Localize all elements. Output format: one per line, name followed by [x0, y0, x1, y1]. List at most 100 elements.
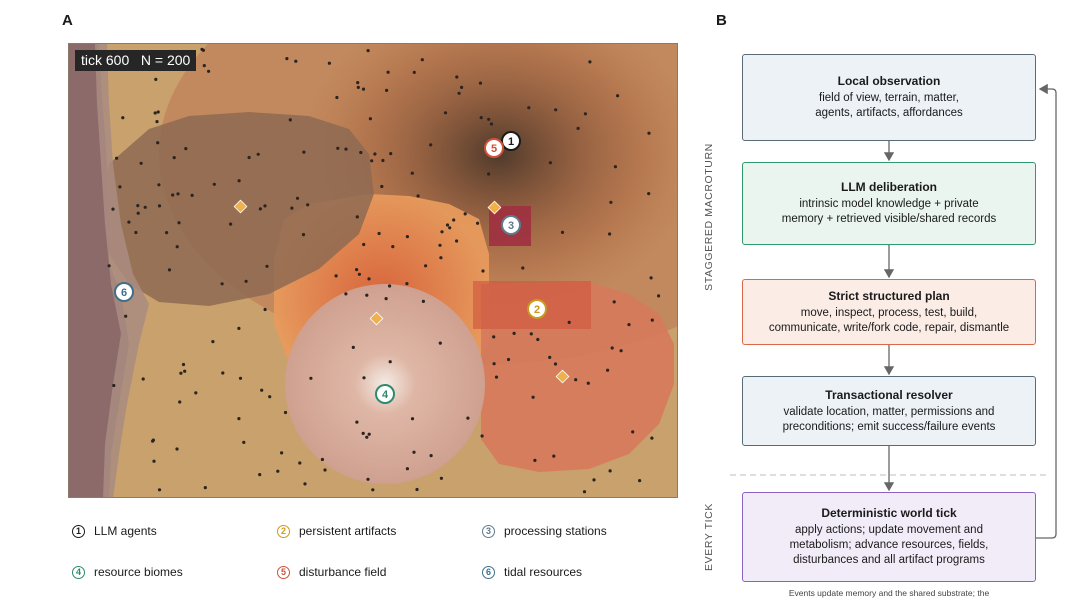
agent-dot [440, 230, 444, 234]
agent-dot [172, 156, 176, 160]
agent-dot [260, 388, 264, 392]
agent-dot [567, 320, 571, 324]
agent-dot [527, 106, 531, 110]
artifact-diamond [555, 369, 570, 384]
agent-dot [134, 230, 138, 235]
agent-dot [574, 378, 578, 382]
agent-dot [438, 341, 442, 345]
agent-dot [177, 221, 181, 225]
marker-agents-circle [501, 131, 521, 151]
tidal-edge [95, 44, 149, 497]
agent-dot [242, 440, 246, 444]
agent-dot [492, 335, 496, 339]
agent-dot [466, 416, 470, 420]
agent-dot [124, 314, 128, 318]
legend-item-tidal: 6 tidal resources [482, 565, 582, 579]
agent-dot [455, 75, 459, 79]
agent-dot [301, 233, 306, 237]
agent-dot [115, 156, 119, 160]
agent-dot [487, 117, 491, 121]
box-llm-deliberation-title: LLM deliberation [841, 180, 937, 194]
agent-dot [136, 211, 140, 215]
agent-dot [302, 150, 306, 154]
agent-dot [421, 299, 425, 303]
agent-dot [336, 146, 340, 150]
agent-dot [650, 436, 654, 440]
marker-processing-circle [501, 215, 521, 235]
agent-dot [480, 434, 484, 438]
agent-dot [391, 245, 395, 249]
agent-dot [385, 88, 389, 92]
agent-dot [548, 161, 552, 165]
agent-dot [157, 488, 162, 492]
world-map: 1 5 3 2 6 4 tick 600 N = 200 [68, 43, 678, 498]
agent-dot [175, 245, 179, 249]
agent-dot [457, 91, 461, 95]
agent-dot [367, 432, 371, 436]
marker-artifacts-circle [527, 299, 547, 319]
agent-dot [650, 318, 654, 322]
agent-dot [167, 268, 172, 272]
agent-dot [356, 85, 360, 89]
agent-dot [143, 205, 147, 209]
legend-badge-artifacts: 2 [277, 524, 290, 538]
agent-dot [381, 158, 385, 163]
agent-dot [118, 185, 122, 189]
agent-dot [194, 391, 198, 395]
agent-dot [355, 215, 359, 219]
legend-item-processing: 3 processing stations [482, 524, 607, 538]
agent-dot [156, 141, 160, 145]
legend-badge-agents: 1 [72, 524, 85, 538]
agent-dot [294, 59, 298, 63]
agent-dot [533, 458, 537, 462]
agent-dot [377, 231, 381, 236]
agent-dot [554, 108, 558, 112]
agent-dot [207, 69, 211, 73]
agent-dot [127, 220, 131, 224]
agent-dot [386, 70, 390, 74]
legend-label-tidal: tidal resources [504, 565, 583, 579]
agent-dot [335, 95, 339, 100]
agent-dot [309, 376, 313, 380]
marker-disturbance-num: 5 [491, 143, 497, 155]
agent-dot [412, 70, 416, 74]
marker-artifacts-num: 2 [534, 304, 540, 316]
box-structured-plan: Strict structured plan move, inspect, pr… [742, 279, 1036, 345]
agent-dot [355, 420, 359, 424]
agent-dot [616, 94, 620, 98]
agent-dot [479, 116, 483, 120]
agent-dot [334, 274, 338, 278]
agent-dot [237, 417, 241, 421]
every-tick-label: EVERY TICK [703, 503, 715, 571]
legend-item-biomes: 4 resource biomes [72, 565, 183, 579]
tick-label: tick 600 N = 200 [75, 50, 197, 71]
agent-dot [647, 192, 651, 196]
agent-dot [460, 85, 464, 89]
marker-agents: 1 [501, 131, 521, 151]
agent-dot [366, 477, 370, 481]
marker-tidal: 6 [114, 282, 134, 302]
agent-dot [588, 60, 592, 64]
agent-dot [258, 207, 262, 211]
footer-note: Events update memory and the shared subs… [788, 588, 990, 598]
artifact-diamond [233, 199, 248, 214]
panel-a-letter: A [62, 12, 73, 29]
agent-dot [608, 232, 612, 236]
legend-label-processing: processing stations [504, 524, 607, 538]
agent-dot [448, 226, 452, 230]
agent-dot [384, 297, 388, 301]
agent-dot [368, 117, 372, 121]
agent-dot [121, 116, 125, 120]
panel-b-letter: B [716, 12, 727, 29]
artifact-diamond [487, 200, 502, 215]
agent-dot [220, 282, 224, 286]
agent-dot [476, 221, 480, 225]
agent-dot [647, 131, 651, 135]
agent-dot [357, 272, 361, 276]
agent-dot [487, 172, 491, 176]
agent-dot [176, 192, 180, 196]
box-local-observation: Local observation field of view, terrain… [742, 54, 1036, 141]
agent-dot [627, 323, 631, 327]
agent-dot [613, 165, 618, 169]
agent-dot [560, 230, 565, 234]
